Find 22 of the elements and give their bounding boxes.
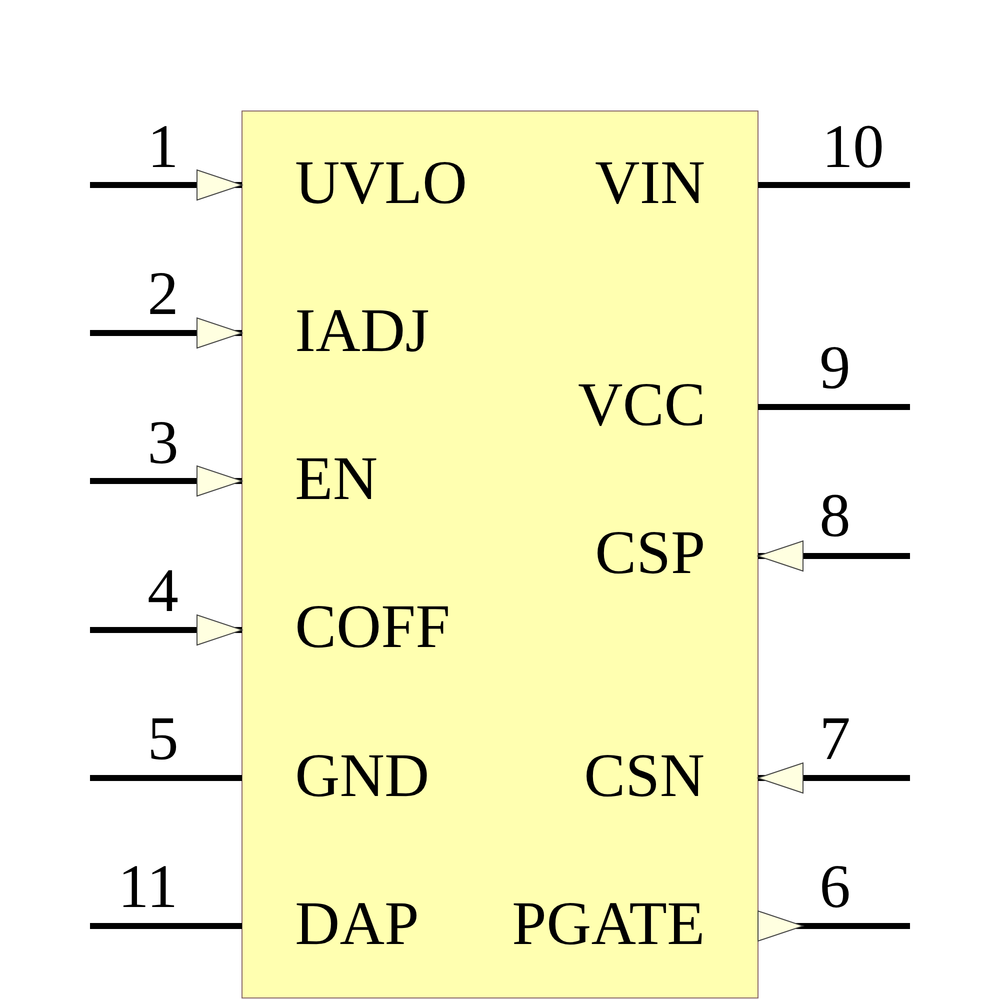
pin-number: 2 [148, 262, 178, 325]
pin-number: 6 [820, 856, 850, 918]
pin-name: IADJ [295, 300, 430, 362]
pin-number: 3 [148, 412, 178, 474]
pin-name: CSN [584, 744, 705, 807]
pin-name: VCC [578, 374, 706, 436]
pin-number: 4 [148, 560, 178, 622]
pin-number: 5 [148, 708, 178, 770]
pin-number: 1 [148, 116, 178, 178]
pin-number: 8 [820, 484, 850, 547]
pin-name: DAP [295, 892, 420, 955]
pin-number: 10 [822, 116, 884, 178]
pin-name: UVLO [295, 152, 468, 214]
pin-name: EN [295, 448, 378, 510]
pin-number: 9 [820, 336, 850, 399]
pin-number: 7 [820, 708, 850, 770]
pin-name: CSP [595, 522, 706, 584]
pin-number: 11 [118, 856, 178, 918]
pin-name: COFF [295, 596, 450, 658]
pin-name: GND [295, 744, 430, 807]
pin-name: VIN [595, 152, 706, 214]
pin-name: PGATE [512, 892, 705, 955]
